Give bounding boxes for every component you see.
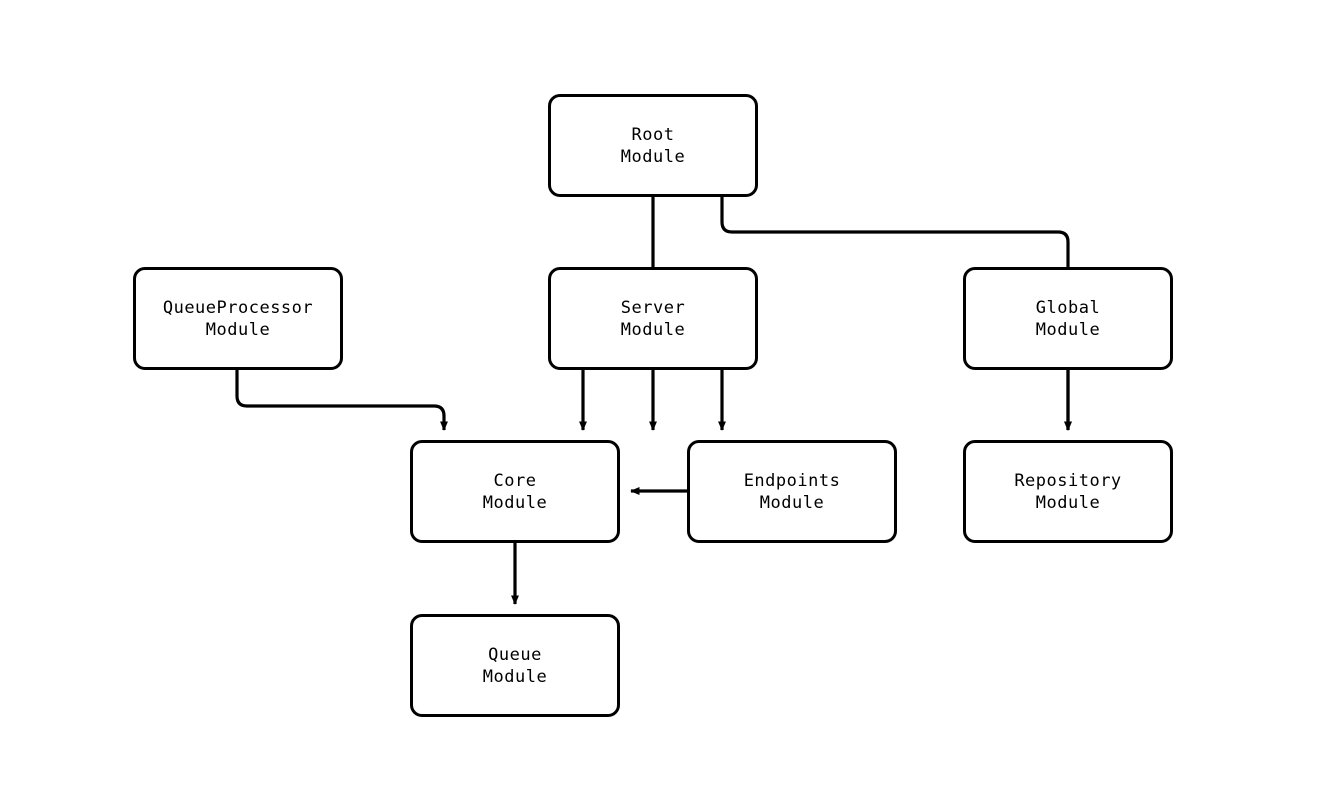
node-repository-module[interactable]: Repository Module <box>963 440 1173 543</box>
node-repository-module-label: Repository Module <box>1014 470 1122 513</box>
node-core-module[interactable]: Core Module <box>410 440 620 543</box>
node-server-module[interactable]: Server Module <box>548 267 758 370</box>
node-server-module-label: Server Module <box>620 297 686 340</box>
node-root-module-label: Root Module <box>620 124 686 167</box>
node-root-module[interactable]: Root Module <box>548 94 758 197</box>
node-core-module-label: Core Module <box>482 470 548 513</box>
node-queueprocessor-module-label: QueueProcessor Module <box>162 297 314 340</box>
node-endpoints-module[interactable]: Endpoints Module <box>687 440 897 543</box>
node-global-module[interactable]: Global Module <box>963 267 1173 370</box>
node-queueprocessor-module[interactable]: QueueProcessor Module <box>133 267 343 370</box>
edge-queueprocessor-to-core <box>235 370 448 431</box>
node-queue-module-label: Queue Module <box>482 644 548 687</box>
node-queue-module[interactable]: Queue Module <box>410 614 620 717</box>
node-endpoints-module-label: Endpoints Module <box>743 470 841 513</box>
node-global-module-label: Global Module <box>1035 297 1101 340</box>
